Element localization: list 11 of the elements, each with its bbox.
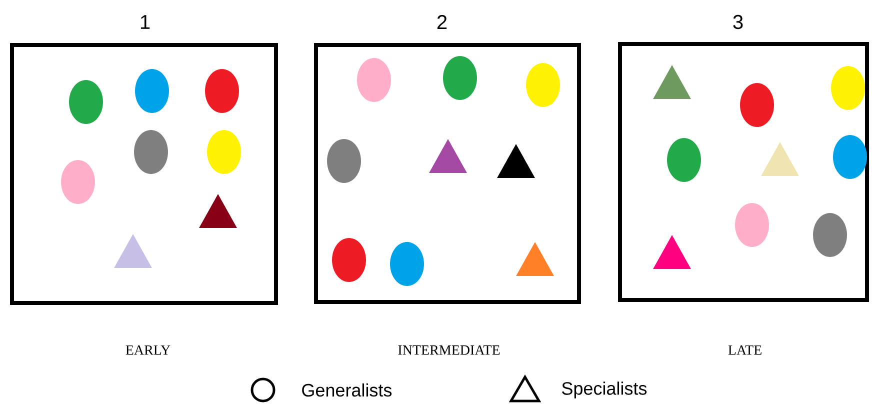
legend-text: Generalists — [302, 383, 392, 397]
stage-caption: EARLY — [126, 345, 170, 355]
panel-box — [618, 42, 869, 302]
panel-box — [10, 43, 278, 305]
panel-number: 3 — [733, 14, 743, 30]
panel-box — [314, 43, 581, 304]
panel-number: 2 — [437, 15, 447, 29]
stage-caption: LATE — [728, 345, 762, 355]
legend-text: Specialists — [562, 382, 647, 398]
stage-caption: INTERMEDIATE — [398, 345, 500, 355]
panel-number: 1 — [140, 15, 150, 29]
